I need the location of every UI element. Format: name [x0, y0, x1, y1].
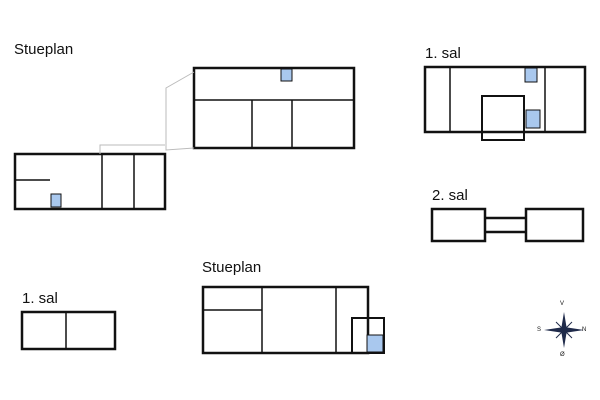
floor-label-1-sal-bottom: 1. sal [22, 290, 58, 307]
compass-label-west: V [560, 301, 565, 307]
compass-rose-icon [544, 312, 584, 348]
plan-first-floor-top [423, 65, 587, 134]
bathroom-main [280, 68, 293, 82]
bathroom-annex [50, 193, 62, 208]
floor-label-1-sal-top: 1. sal [425, 45, 461, 62]
plan-second-floor-left [430, 207, 487, 243]
floor-label-2-sal: 2. sal [432, 187, 468, 204]
plan-second-floor-right [524, 207, 585, 243]
bathroom-first-a [524, 67, 538, 83]
bathroom-first-b [525, 109, 541, 129]
plan-annex-ground [13, 152, 167, 211]
compass-label-east: Ø [560, 352, 565, 358]
floor-label-stueplan-bottom: Stueplan [202, 259, 262, 276]
compass-label-south: S [537, 327, 542, 333]
plan-first-floor-bottom [20, 310, 117, 351]
floor-label-stueplan-top: Stueplan [14, 41, 74, 58]
plan-ground-floor-bottom [201, 285, 370, 355]
bathroom-ground-bottom [366, 334, 384, 353]
plan-main-house-ground [192, 66, 356, 150]
compass-label-north: N [582, 327, 587, 333]
